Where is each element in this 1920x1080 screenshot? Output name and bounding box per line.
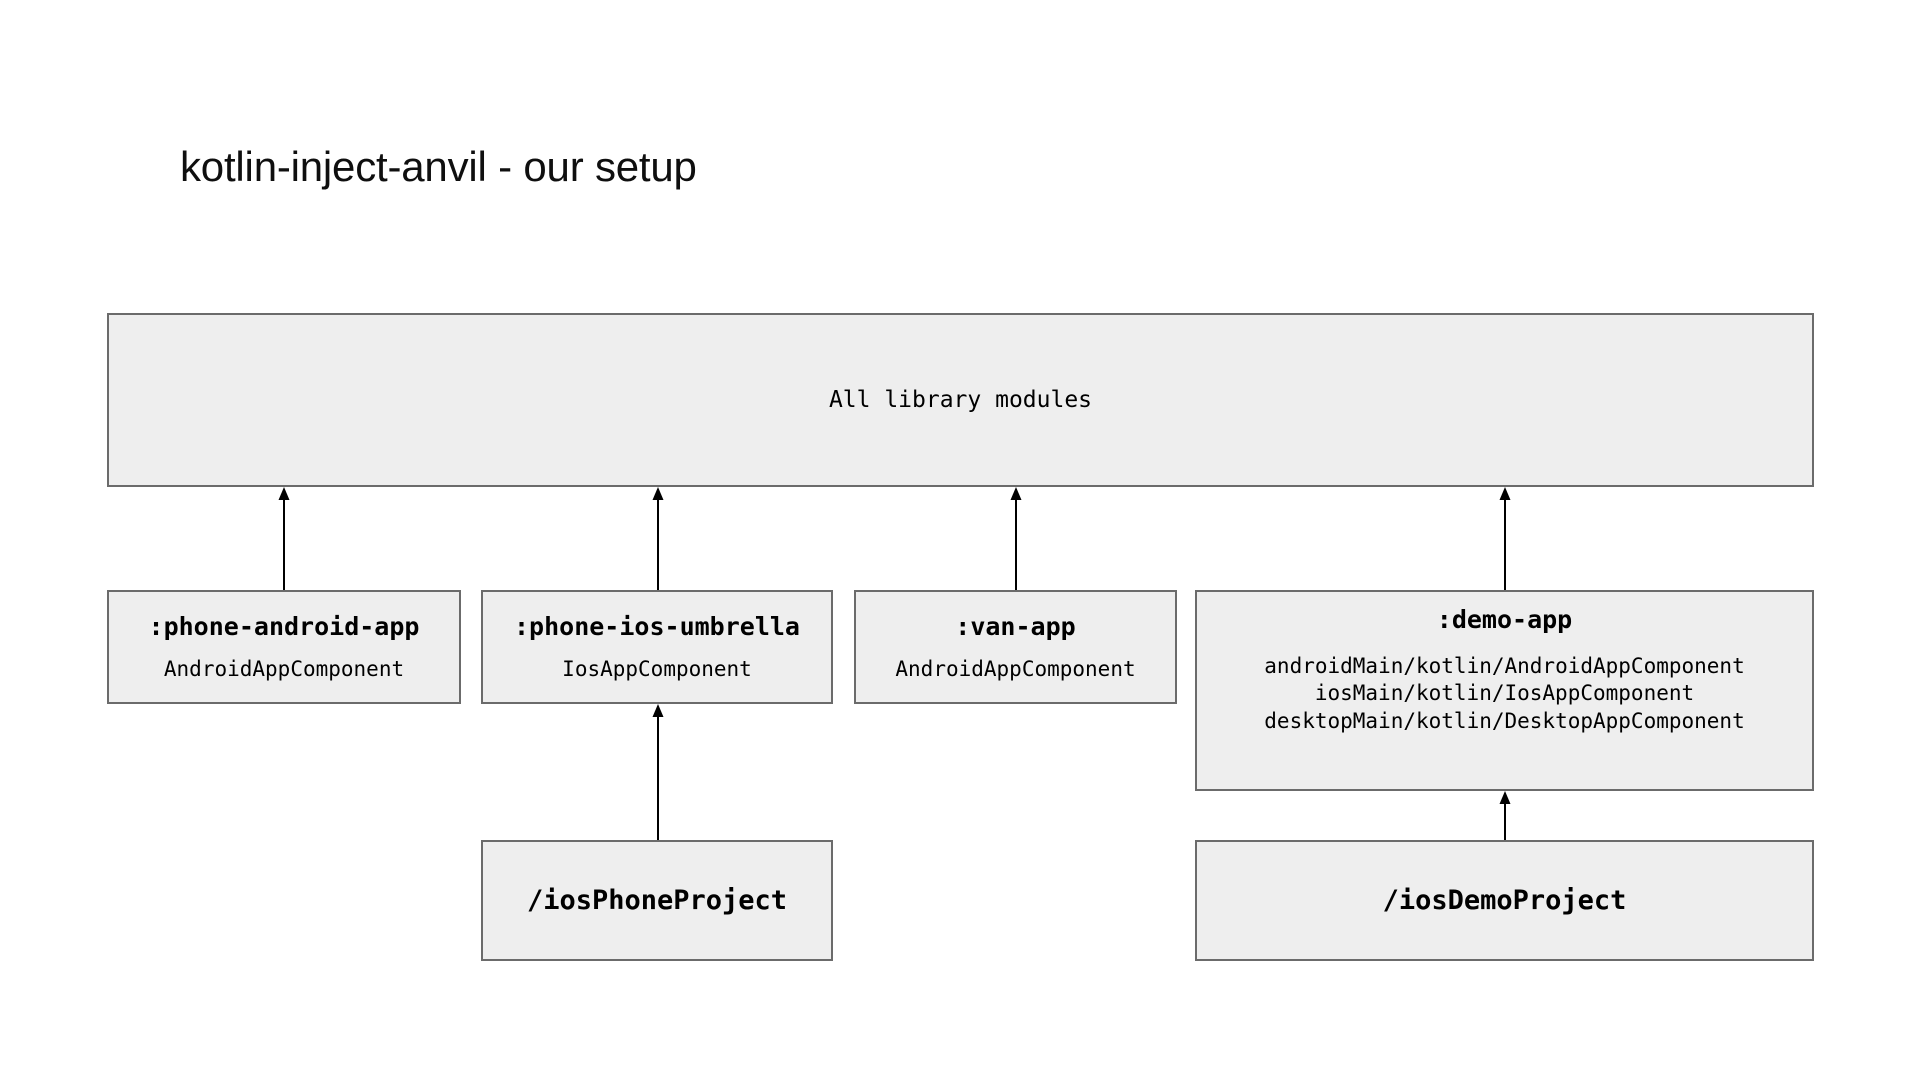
- node-all-library-modules[interactable]: All library modules: [107, 313, 1814, 487]
- node-demo-app[interactable]: :demo-app androidMain/kotlin/AndroidAppC…: [1195, 590, 1814, 791]
- arrow-ios-phone-project-to-phone-ios-umbrella: [649, 704, 667, 840]
- node-all-library-modules-label: All library modules: [828, 386, 1093, 413]
- node-demo-app-source-ios: iosMain/kotlin/IosAppComponent: [1314, 681, 1695, 706]
- node-demo-app-source-android: androidMain/kotlin/AndroidAppComponent: [1264, 653, 1745, 678]
- arrow-phone-ios-umbrella-to-library: [649, 487, 667, 590]
- node-van-app-component: AndroidAppComponent: [895, 657, 1136, 682]
- node-phone-ios-umbrella-component: IosAppComponent: [562, 657, 752, 682]
- node-van-app-title: :van-app: [955, 611, 1076, 641]
- node-ios-demo-project[interactable]: /iosDemoProject: [1195, 840, 1814, 961]
- node-ios-phone-project[interactable]: /iosPhoneProject: [481, 840, 833, 961]
- node-phone-ios-umbrella-title: :phone-ios-umbrella: [514, 611, 800, 641]
- node-phone-android-app-title: :phone-android-app: [148, 611, 420, 641]
- node-ios-demo-project-title: /iosDemoProject: [1382, 884, 1627, 916]
- arrow-van-app-to-library: [1007, 487, 1025, 590]
- arrow-demo-app-to-library: [1496, 487, 1514, 590]
- arrow-ios-demo-project-to-demo-app: [1496, 791, 1514, 840]
- node-van-app[interactable]: :van-app AndroidAppComponent: [854, 590, 1177, 704]
- page-title: kotlin-inject-anvil - our setup: [180, 143, 697, 190]
- node-phone-ios-umbrella[interactable]: :phone-ios-umbrella IosAppComponent: [481, 590, 833, 704]
- arrow-phone-android-app-to-library: [275, 487, 293, 590]
- node-demo-app-title: :demo-app: [1436, 605, 1573, 634]
- node-demo-app-source-desktop: desktopMain/kotlin/DesktopAppComponent: [1264, 709, 1745, 734]
- node-phone-android-app[interactable]: :phone-android-app AndroidAppComponent: [107, 590, 461, 704]
- node-ios-phone-project-title: /iosPhoneProject: [526, 884, 788, 916]
- node-phone-android-app-component: AndroidAppComponent: [163, 657, 405, 682]
